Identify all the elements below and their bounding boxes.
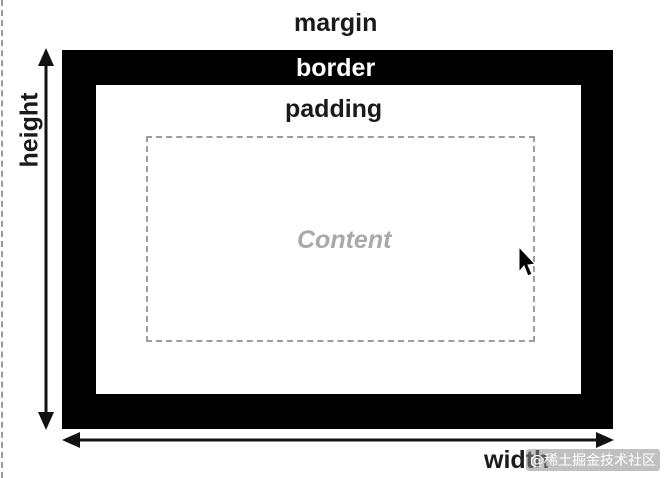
mouse-pointer-icon: [518, 245, 537, 277]
left-dashed-rule: [1, 0, 3, 478]
height-arrow: [38, 48, 54, 430]
content-label: Content: [297, 226, 392, 254]
watermark-text: @稀土掘金技术社区: [526, 449, 660, 471]
padding-label: padding: [285, 95, 383, 123]
height-label: height: [15, 92, 44, 168]
margin-label: margin: [294, 9, 378, 37]
content-box: [146, 136, 535, 342]
border-label: border: [296, 54, 376, 82]
width-arrow: [62, 432, 614, 448]
